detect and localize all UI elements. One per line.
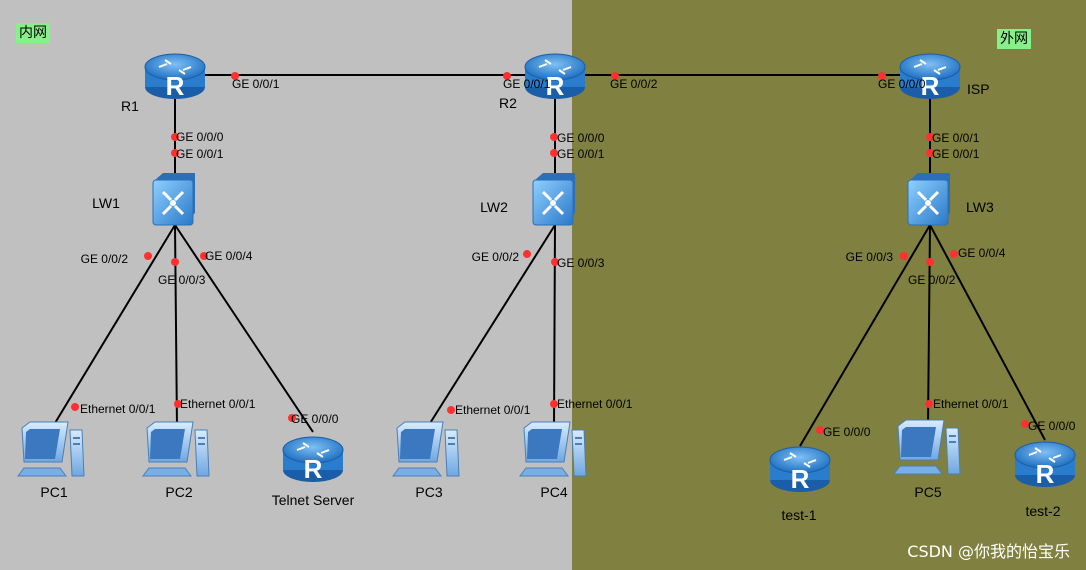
device-pc2-pc-icon[interactable] bbox=[142, 421, 210, 477]
port-label: GE 0/0/0 bbox=[291, 412, 339, 426]
device-label-lw2: LW2 bbox=[480, 199, 508, 215]
port-label: GE 0/0/1 bbox=[503, 77, 551, 91]
svg-text:R: R bbox=[304, 454, 323, 484]
port-dot bbox=[71, 403, 79, 411]
port-dot bbox=[1021, 420, 1029, 428]
port-label: GE 0/0/0 bbox=[878, 77, 926, 91]
device-r2-router-icon[interactable]: R bbox=[524, 53, 586, 101]
device-pc5-pc-icon[interactable] bbox=[893, 419, 961, 475]
port-dot bbox=[926, 149, 934, 157]
device-lw2-switch-icon[interactable] bbox=[532, 173, 575, 226]
device-isp-router-icon[interactable]: R bbox=[899, 53, 961, 101]
device-label-ts: Telnet Server bbox=[272, 492, 355, 508]
device-label-pc5: PC5 bbox=[914, 484, 941, 500]
device-label-pc4: PC4 bbox=[540, 484, 567, 500]
port-dot bbox=[144, 252, 152, 260]
port-dot bbox=[925, 400, 933, 408]
device-label-r1: R1 bbox=[121, 98, 139, 114]
device-ts-router-icon[interactable]: R bbox=[282, 436, 344, 484]
port-label: GE 0/0/1 bbox=[176, 147, 224, 161]
port-label: GE 0/0/1 bbox=[232, 77, 280, 91]
svg-text:R: R bbox=[921, 71, 940, 101]
device-label-pc3: PC3 bbox=[415, 484, 442, 500]
port-label: GE 0/0/1 bbox=[932, 147, 980, 161]
link-lw1-pc2 bbox=[174, 224, 178, 429]
port-dot bbox=[523, 250, 531, 258]
device-lw1-switch-icon[interactable] bbox=[152, 173, 195, 226]
port-label: GE 0/0/1 bbox=[557, 147, 605, 161]
port-label: GE 0/0/0 bbox=[557, 131, 605, 145]
port-label: GE 0/0/2 bbox=[472, 250, 520, 264]
port-label: GE 0/0/0 bbox=[176, 130, 224, 144]
port-dot bbox=[878, 72, 886, 80]
port-dot bbox=[816, 426, 824, 434]
port-label: GE 0/0/0 bbox=[823, 425, 871, 439]
port-dot bbox=[288, 414, 296, 422]
device-t1-router-icon[interactable]: R bbox=[769, 446, 831, 494]
port-dot bbox=[950, 250, 958, 258]
device-t2-router-icon[interactable]: R bbox=[1014, 441, 1076, 489]
watermark: CSDN @你我的怡宝乐 bbox=[907, 542, 1070, 561]
link-lw1-pc1 bbox=[51, 224, 176, 429]
device-label-t2: test-2 bbox=[1025, 503, 1060, 519]
device-pc1-pc-icon[interactable] bbox=[17, 421, 85, 477]
port-label: GE 0/0/1 bbox=[932, 131, 980, 145]
port-dot bbox=[447, 406, 455, 414]
svg-text:R: R bbox=[791, 464, 810, 494]
port-label: Ethernet 0/0/1 bbox=[455, 403, 531, 417]
link-lw1-ts bbox=[174, 224, 314, 433]
port-label: GE 0/0/2 bbox=[81, 252, 129, 266]
port-label: Ethernet 0/0/1 bbox=[80, 402, 156, 416]
device-pc3-pc-icon[interactable] bbox=[392, 421, 460, 477]
port-dot bbox=[171, 133, 179, 141]
port-label: Ethernet 0/0/1 bbox=[933, 397, 1009, 411]
port-dot bbox=[171, 149, 179, 157]
port-label: GE 0/0/3 bbox=[846, 250, 894, 264]
device-label-isp: ISP bbox=[967, 81, 990, 97]
port-dot bbox=[174, 400, 182, 408]
inner-network-label: 内网 bbox=[16, 23, 50, 43]
port-dot bbox=[171, 258, 179, 266]
port-dot bbox=[550, 400, 558, 408]
port-dot bbox=[550, 133, 558, 141]
port-dot bbox=[900, 252, 908, 260]
svg-text:R: R bbox=[166, 71, 185, 101]
link-lw2-pc4 bbox=[553, 224, 556, 429]
device-r1-router-icon[interactable]: R bbox=[144, 53, 206, 101]
device-pc4-pc-icon[interactable] bbox=[519, 421, 587, 477]
device-label-pc2: PC2 bbox=[165, 484, 192, 500]
port-label: GE 0/0/4 bbox=[958, 246, 1006, 260]
link-lw3-t2 bbox=[929, 224, 1046, 441]
port-label: GE 0/0/2 bbox=[908, 273, 956, 287]
port-label: Ethernet 0/0/1 bbox=[180, 397, 256, 411]
port-label: GE 0/0/4 bbox=[205, 249, 253, 263]
port-label: GE 0/0/2 bbox=[610, 77, 658, 91]
link-lw3-t1 bbox=[799, 224, 931, 447]
port-dot bbox=[611, 72, 619, 80]
port-dot bbox=[551, 258, 559, 266]
port-dot bbox=[200, 252, 208, 260]
link-lw2-pc3 bbox=[426, 224, 556, 429]
port-label: GE 0/0/3 bbox=[557, 256, 605, 270]
device-lw3-switch-icon[interactable] bbox=[907, 173, 950, 226]
device-label-lw3: LW3 bbox=[966, 199, 994, 215]
link-lw3-pc5 bbox=[927, 224, 931, 427]
outer-network-label: 外网 bbox=[997, 29, 1031, 49]
port-dot bbox=[231, 72, 239, 80]
port-dot bbox=[926, 258, 934, 266]
device-label-lw1: LW1 bbox=[92, 195, 120, 211]
port-label: GE 0/0/0 bbox=[1028, 419, 1076, 433]
port-label: GE 0/0/3 bbox=[158, 273, 206, 287]
device-label-t1: test-1 bbox=[781, 507, 816, 523]
port-dot bbox=[926, 133, 934, 141]
port-dot bbox=[503, 72, 511, 80]
svg-text:R: R bbox=[546, 71, 565, 101]
port-dot bbox=[550, 149, 558, 157]
port-label: Ethernet 0/0/1 bbox=[557, 397, 633, 411]
svg-text:R: R bbox=[1036, 459, 1055, 489]
device-label-r2: R2 bbox=[499, 95, 517, 111]
device-label-pc1: PC1 bbox=[40, 484, 67, 500]
